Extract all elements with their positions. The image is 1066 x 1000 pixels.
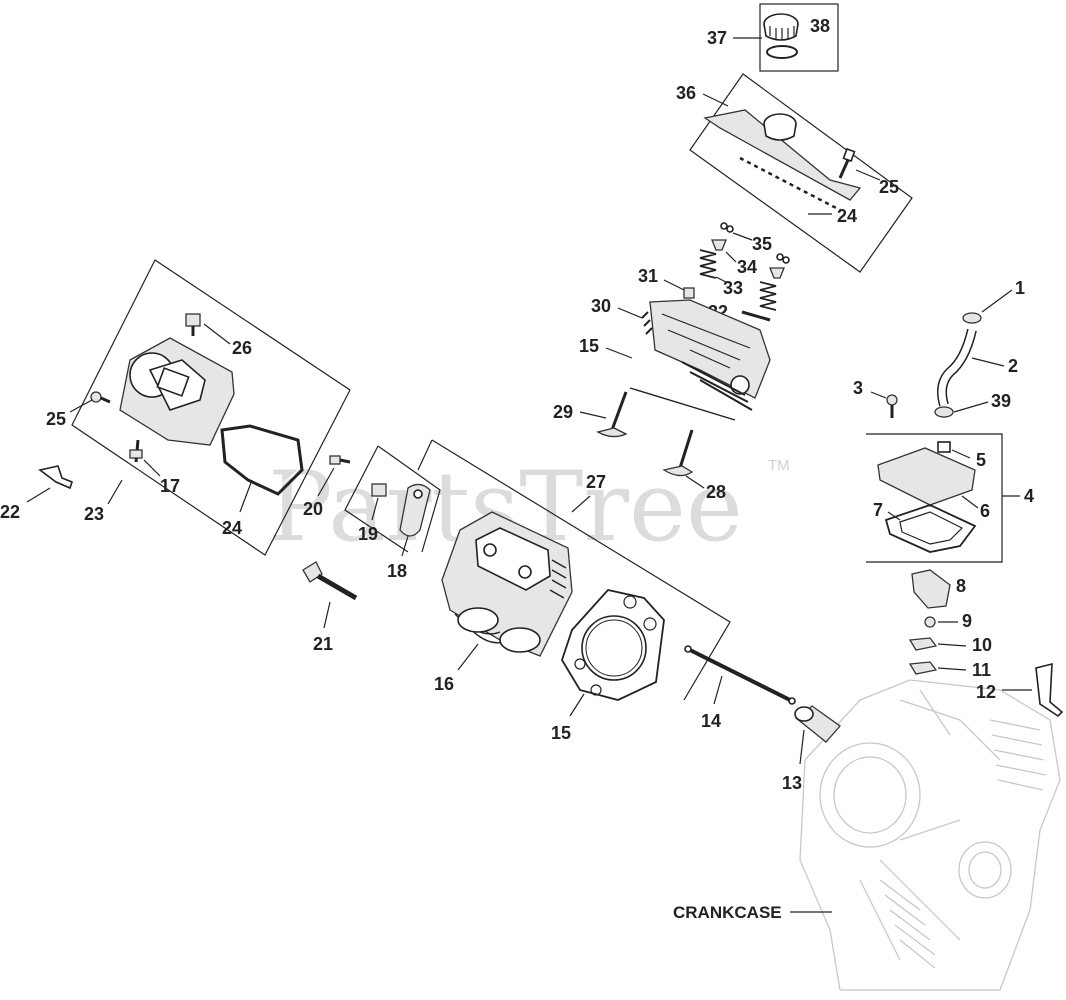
breather-fitting-26 [185,313,201,336]
rocker-cover-group-box [71,259,351,556]
reed-valve [908,661,938,675]
intake-valve [596,391,628,438]
callout-7: 7 [873,500,883,520]
watermark-tm: TM [768,457,790,474]
callout-26: 26 [232,338,252,358]
reed-stop-plate [908,637,938,651]
rocker-cover-gasket [220,424,304,496]
callout-4: 4 [1024,486,1034,506]
callout-25a: 25 [46,409,66,429]
breather-reed [911,569,951,609]
rocker-cover-bolt [90,391,111,404]
crankcase-label: CRANKCASE [673,903,782,922]
callout-15a: 15 [579,336,599,356]
callout-5: 5 [976,450,986,470]
callout-18: 18 [387,561,407,581]
cylinder-head [441,511,573,657]
callout-10: 10 [972,635,992,655]
head-gasket-line [629,387,736,421]
valve-springs [699,249,777,311]
callout-31: 31 [638,266,658,286]
oil-fill-cap [763,13,799,41]
rocker-arm-group-box [344,445,441,553]
callout-21: 21 [313,634,333,654]
rocker-stud [329,455,351,465]
valve-keepers [720,222,790,264]
callout-9: 9 [962,611,972,631]
callout-24b: 24 [837,206,857,226]
rocker-arm [399,483,431,537]
callout-22: 22 [0,502,20,522]
callout-19: 19 [358,524,378,544]
rocker-cover [119,337,235,446]
callout-24a: 24 [222,518,242,538]
spring-retainers [711,239,785,279]
callout-13: 13 [782,773,802,793]
callout-3: 3 [853,378,863,398]
callout-28: 28 [706,482,726,502]
callout-2: 2 [1008,356,1018,376]
exhaust-valve [662,429,694,477]
callout-39: 39 [991,391,1011,411]
valve-cover-top [703,109,862,212]
callout-15b: 15 [551,723,571,743]
head-gasket [561,589,665,701]
callout-34: 34 [737,257,757,277]
breather-hose [938,329,976,406]
callout-1: 1 [1015,278,1025,298]
breather-group-bracket [866,433,1003,563]
push-rod [684,645,796,705]
cylinder-head-group-box [417,439,731,701]
callout-23: 23 [84,504,104,524]
callout-29: 29 [553,402,573,422]
reed-screw [924,616,936,628]
valve-lifter [794,705,841,743]
callout-25b: 25 [879,177,899,197]
callout-35: 35 [752,234,772,254]
callout-37: 37 [707,28,727,48]
breather-screw [886,394,898,418]
breather-cover [877,441,976,506]
valve-cover-group-box [689,73,913,273]
lifting-bracket [1035,662,1064,718]
cylinder-head-top [641,299,771,411]
rocker-pivot [371,483,387,497]
callout-16: 16 [434,674,454,694]
callout-36: 36 [676,83,696,103]
o-ring [766,45,798,59]
valve-cover-bolt [838,147,856,179]
callout-33: 33 [723,278,743,298]
callout-11: 11 [972,660,991,680]
valve-stem-seal [741,310,771,322]
callout-27: 27 [586,472,606,492]
breather-gasket [884,504,977,553]
head-bolt [302,561,358,601]
callout-38: 38 [810,16,830,36]
callout-14: 14 [701,711,721,731]
hose-clamp [934,312,982,418]
callout-12: 12 [976,682,996,702]
valve-seal [683,287,695,299]
crankcase-drawing [799,679,1061,991]
callout-17: 17 [160,476,180,496]
fitting-17 [129,439,143,463]
wire-clip-22 [38,465,73,490]
callout-8: 8 [956,576,966,596]
callout-30: 30 [591,296,611,316]
callout-6: 6 [980,501,990,521]
callout-20: 20 [303,499,323,519]
